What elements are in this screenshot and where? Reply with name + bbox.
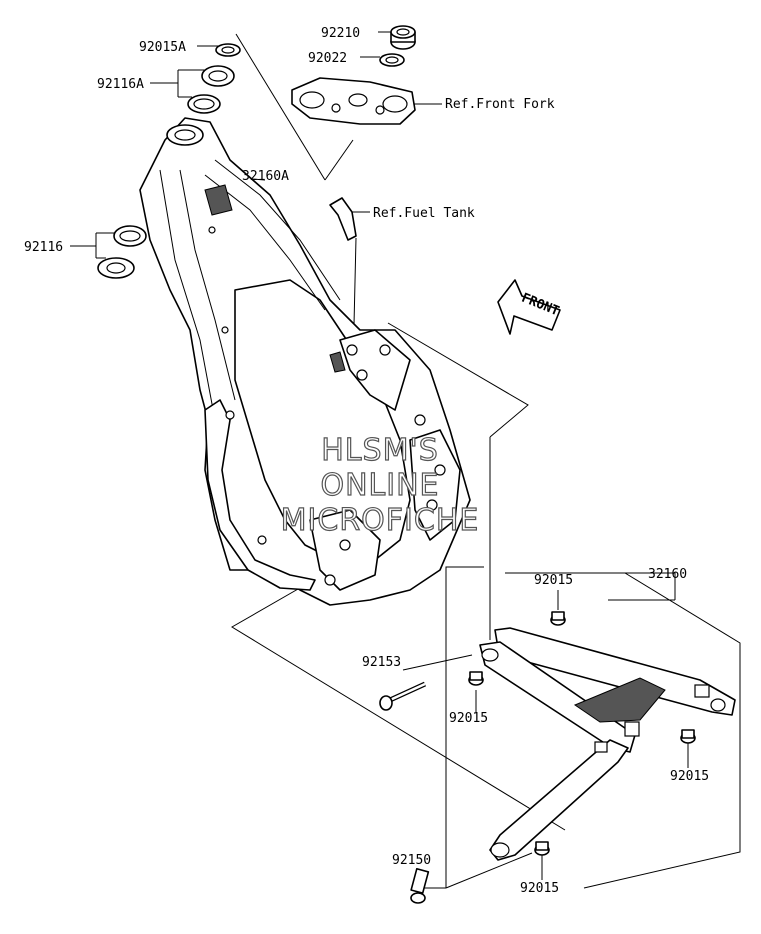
watermark-line1: HLSM'S [321, 433, 439, 468]
label-ref-fuel-tank: Ref.Fuel Tank [373, 206, 475, 221]
collar-92015-right [680, 729, 696, 744]
collar-92015-mid [468, 671, 484, 686]
collar-92015-bottom [534, 841, 550, 856]
label-92015A: 92015A [139, 40, 186, 55]
part-labels: 92210 92022 92015A 92116A Ref.Front Fork… [24, 26, 709, 896]
label-92015-right: 92015 [670, 769, 709, 784]
upper-fork-clamp [291, 77, 416, 125]
label-92015-top: 92015 [534, 573, 573, 588]
leader-lines [70, 31, 741, 889]
bearing-92116A [187, 65, 235, 114]
main-frame [139, 117, 471, 606]
collar-92015-top [550, 611, 566, 626]
subframe [479, 627, 736, 861]
steering-stem-nut [390, 25, 416, 50]
label-92015-bottom: 92015 [520, 881, 559, 896]
label-92022: 92022 [308, 51, 347, 66]
watermark-line2: ONLINE [320, 468, 439, 503]
bolt-92153 [379, 681, 427, 711]
label-92150: 92150 [392, 853, 431, 868]
label-92015-mid: 92015 [449, 711, 488, 726]
watermark-line3: MICROFICHE [281, 503, 480, 538]
bearing-92015A [215, 43, 241, 57]
bearing-92116 [97, 225, 147, 279]
front-arrow-icon: FRONT [497, 279, 561, 335]
label-92153: 92153 [362, 655, 401, 670]
bolt-92150 [410, 867, 430, 904]
label-92116A: 92116A [97, 77, 144, 92]
label-32160A: 32160A [242, 169, 289, 184]
watermark: HLSM'S ONLINE MICROFICHE [280, 432, 480, 538]
fuel-tank-bracket [329, 197, 357, 241]
label-92116: 92116 [24, 240, 63, 255]
label-32160: 32160 [648, 567, 687, 582]
label-ref-front-fork: Ref.Front Fork [445, 97, 555, 112]
washer-92022 [379, 53, 405, 67]
label-92210: 92210 [321, 26, 360, 41]
